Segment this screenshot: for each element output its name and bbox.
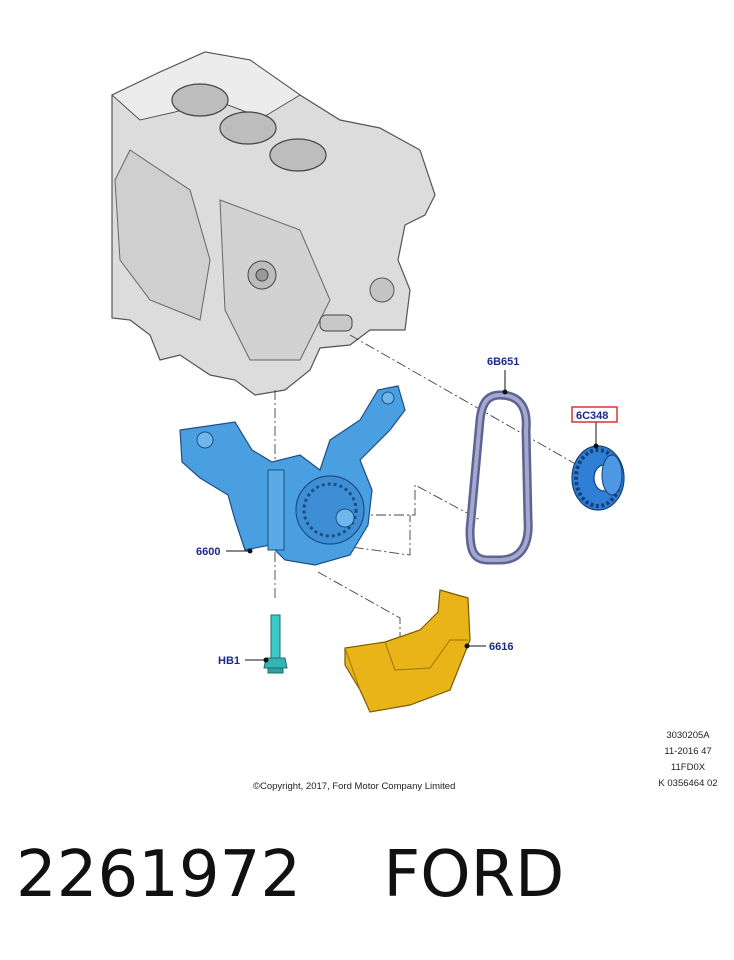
drive-belt — [465, 390, 533, 565]
callout-baffle: 6616 — [489, 641, 513, 653]
meta-line: 11-2016 47 — [664, 746, 712, 757]
copyright-notice: ©Copyright, 2017, Ford Motor Company Lim… — [253, 781, 456, 792]
meta-line: K 0356464 02 — [658, 778, 718, 789]
oil-pump-sprocket — [571, 445, 625, 511]
oil-pump — [179, 385, 406, 566]
meta-line: 3030205A — [666, 730, 710, 741]
highlight-box — [571, 406, 618, 423]
drawing-reference-block: 3030205A 11-2016 47 11FD0X K 0356464 02 — [648, 728, 728, 792]
part-caption: 2261972 FORD — [16, 838, 564, 912]
part-number: 2261972 — [16, 838, 302, 912]
leader-lines — [226, 370, 599, 663]
callout-bolt: HB1 — [218, 655, 240, 667]
callout-belt: 6B651 — [487, 356, 519, 368]
oil-baffle — [344, 589, 471, 713]
engine-block — [111, 51, 436, 396]
bolt — [263, 614, 288, 674]
meta-line: 11FD0X — [670, 762, 706, 773]
callout-oil-pump: 6600 — [196, 546, 220, 558]
callout-sprocket: 6C348 — [576, 410, 608, 422]
brand-name: FORD — [383, 838, 565, 912]
exploded-parts-diagram: 6B651 6C348 6600 HB1 6616 — [111, 51, 625, 713]
